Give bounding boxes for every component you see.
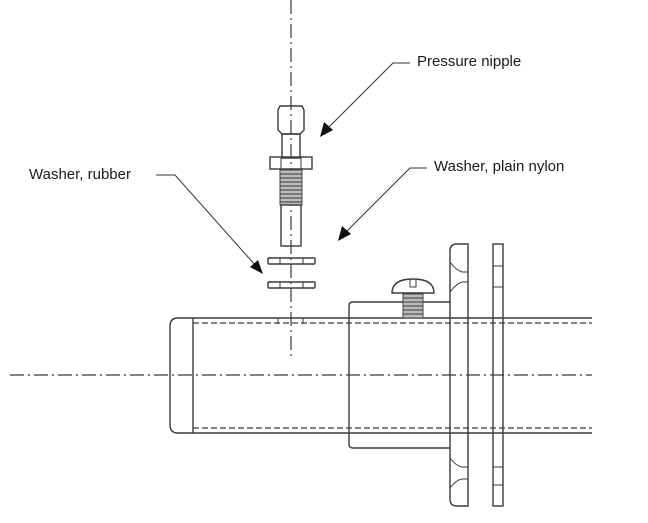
- washer-plain-nylon: [267, 257, 316, 265]
- label-washer-rubber: Washer, rubber: [29, 166, 131, 183]
- leader-pressure-nipple: [320, 62, 410, 137]
- nipple-hex: [269, 156, 313, 170]
- collar: [348, 301, 450, 449]
- label-pressure-nipple: Pressure nipple: [417, 53, 522, 70]
- set-screw: [391, 278, 435, 319]
- leader-washer-plain-nylon: [338, 167, 427, 241]
- label-washer-plain-nylon: Washer, plain nylon: [434, 158, 565, 175]
- washer-rubber: [267, 281, 316, 289]
- nipple-lower-shank: [280, 204, 302, 247]
- flange-left: [449, 243, 469, 507]
- pipe: [169, 317, 592, 434]
- flange-right: [492, 243, 504, 507]
- nipple-thread: [279, 169, 303, 206]
- pressure-nipple: [269, 105, 313, 247]
- leader-washer-rubber: [156, 174, 263, 274]
- nipple-upper-shank: [281, 133, 301, 159]
- pipe-end-cap: [169, 317, 193, 434]
